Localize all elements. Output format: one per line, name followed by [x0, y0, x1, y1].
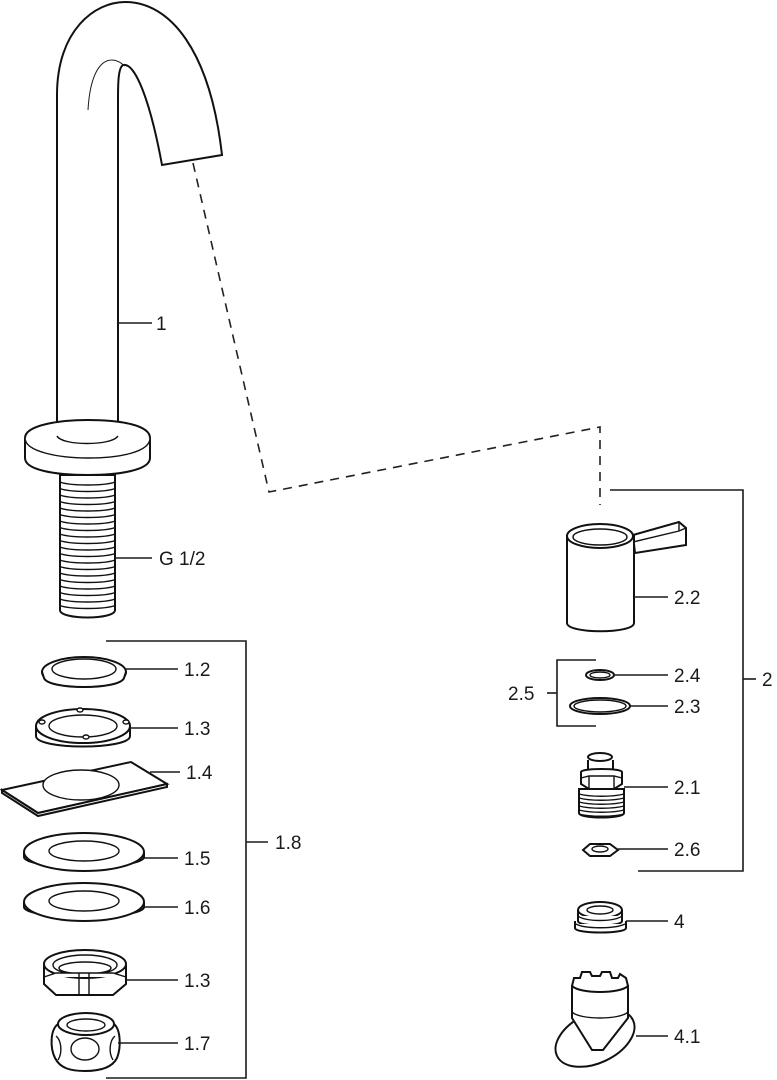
label-oring-small: 2.4 — [674, 666, 701, 687]
label-nut: 1.3 — [184, 971, 210, 992]
thread-ridge — [578, 801, 625, 805]
thread-ridge — [578, 805, 625, 809]
thread-ridge — [59, 533, 116, 538]
label-plate: 1.4 — [186, 763, 213, 784]
plate-part — [0, 760, 170, 818]
thread-ridge — [59, 578, 116, 584]
flange-ring-part — [35, 707, 131, 748]
label-oring-large: 2.3 — [674, 697, 700, 718]
thread-ridge — [578, 813, 625, 817]
thread-ridge — [59, 526, 116, 532]
ring-part — [41, 656, 127, 688]
thread-ridge — [59, 572, 116, 577]
thread-ridge — [59, 598, 116, 603]
thread-ridge — [59, 520, 116, 525]
label-mount-set: 1.8 — [275, 833, 301, 854]
label-washer-a: 1.5 — [184, 849, 210, 870]
alignment-dashed-line — [192, 162, 601, 505]
thread-ridge — [59, 507, 116, 512]
cap-nut-part — [50, 1012, 121, 1073]
cartridge-part — [578, 752, 625, 819]
label-thread: G 1/2 — [159, 549, 205, 570]
label-flange-ring: 1.3 — [184, 719, 210, 740]
label-cap-nut: 1.7 — [184, 1034, 210, 1055]
base-flange-part — [24, 418, 151, 477]
thread-ridge — [59, 481, 116, 486]
handle-part — [566, 520, 687, 633]
label-handle: 2.2 — [674, 588, 700, 609]
washer-b-part — [23, 882, 145, 922]
thread-ridge — [59, 565, 116, 571]
label-aerator-key: 4.1 — [674, 1027, 700, 1048]
label-aerator: 4 — [674, 912, 685, 933]
label-cartridge: 2.1 — [674, 778, 700, 799]
thread-ridge — [59, 513, 116, 519]
thread-ridge — [578, 797, 625, 801]
threaded-stem-part — [59, 474, 116, 619]
thread-ridge — [59, 604, 116, 610]
small-nut-part — [581, 843, 620, 857]
thread-ridge — [59, 494, 116, 499]
thread-ridge — [59, 487, 116, 493]
thread-ridge — [59, 559, 116, 564]
thread-ridge — [59, 546, 116, 551]
thread-ridge — [578, 793, 625, 797]
label-ring: 1.2 — [184, 660, 210, 681]
thread-ridge — [59, 500, 116, 506]
thread-ridge — [578, 809, 625, 813]
aerator-part — [574, 901, 627, 934]
label-small-nut: 2.6 — [674, 840, 700, 861]
washer-a-part — [23, 832, 145, 872]
label-cartridge-set: 2 — [762, 670, 773, 691]
hex-nut-part — [43, 949, 127, 996]
spout-part — [56, 0, 224, 441]
label-washer-b: 1.6 — [184, 898, 210, 919]
bracket-mount-set — [106, 640, 247, 1079]
thread-ridge — [59, 591, 116, 597]
aerator-key-part — [554, 971, 636, 1068]
thread-ridge — [59, 539, 116, 545]
large-oring-part — [569, 697, 631, 715]
thread-ridge — [59, 585, 116, 590]
thread-ridge — [59, 552, 116, 558]
label-spout: 1 — [156, 314, 167, 335]
bracket-seal-set — [556, 659, 596, 727]
bracket-cartridge-set — [610, 489, 744, 872]
label-seal-set: 2.5 — [508, 684, 534, 705]
small-oring-part — [585, 669, 615, 681]
